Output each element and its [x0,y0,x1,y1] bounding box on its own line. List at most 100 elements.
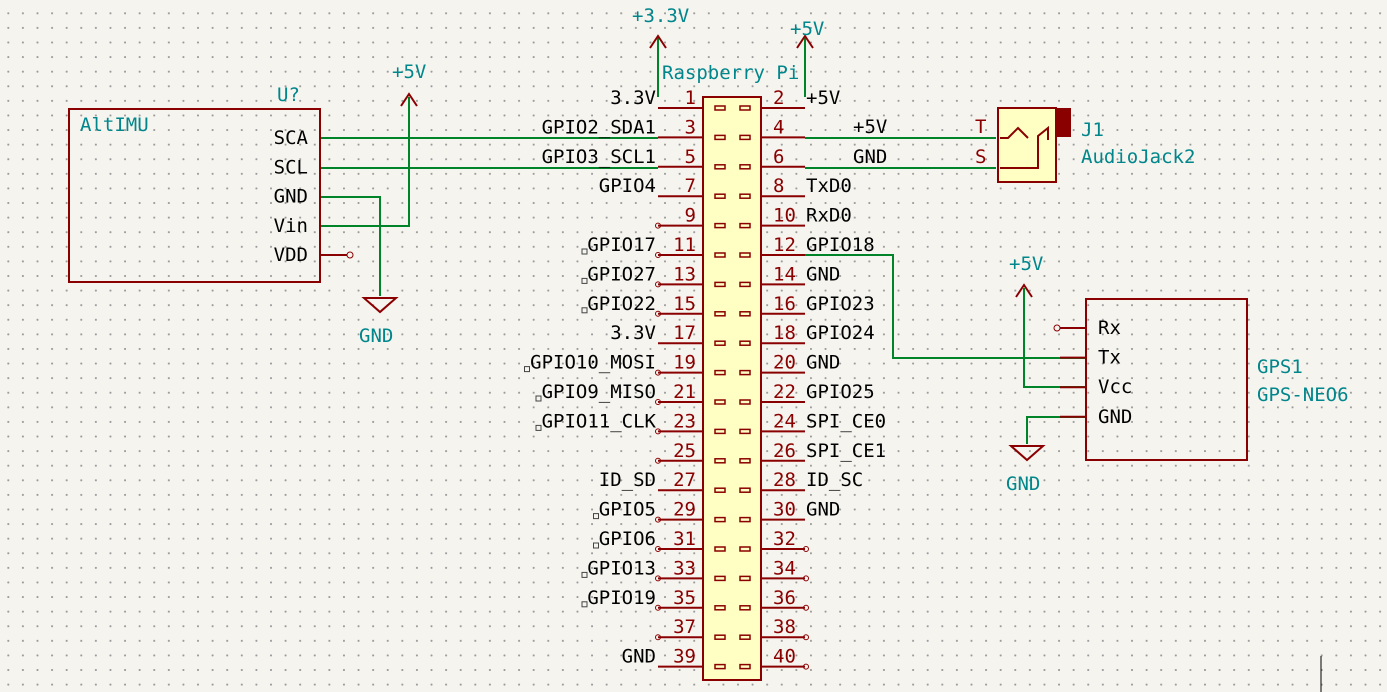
audiojack-body [997,107,1057,183]
rpi-pin-5-number: 5 [685,146,696,168]
rpi-pin-35-no-connect [655,604,661,611]
rpi-pin-38-no-connect [803,634,809,641]
wire-gpio18-gps-tx [805,254,1086,359]
ground-imu[interactable]: GND [359,297,399,347]
rpi-pin-11-name: GPIO17 [587,234,656,256]
rpi-pin-15-name: GPIO22 [587,293,656,315]
rpi-pin-4-contact [739,134,751,141]
rpi-pin-30-number: 30 [773,499,796,521]
ground-gps-symbol [1008,445,1046,462]
rpi-pin-16-contact [739,311,751,317]
rpi-pin-34-no-connect [803,575,809,582]
altimu-pin-vdd: VDD [274,244,308,266]
rpi-title: Raspberry Pi [662,62,799,84]
rpi-pin-2-number: 2 [773,87,784,109]
power-5v-imu-label: +5V [392,61,426,83]
rpi-header-body [702,96,762,681]
altimu-pin-vin: Vin [274,215,308,237]
power-5v-imu[interactable]: +5V [392,61,426,107]
rpi-pin-40-contact [739,663,751,670]
vdd-no-connect [346,251,354,259]
rpi-pin-11-number: 11 [673,234,696,256]
rpi-pin-31-no-connect [655,546,661,552]
rpi-pin-33-contact [714,575,726,582]
altimu-ref: U? [277,84,300,106]
power-5v-top-label: +5V [790,18,824,40]
rpi-pin-12-name: GPIO18 [806,234,875,256]
audiojack-sleeve-symbol [1000,125,1049,169]
altimu-name: AltIMU [80,114,149,136]
rpi-pin-1-number: 1 [685,87,696,109]
rpi-pin-10-contact [739,222,751,229]
rpi-pin-18-name: GPIO24 [806,322,875,344]
rpi-pin-22-number: 22 [773,381,796,403]
rpi-pin-24-contact [739,428,751,435]
gps-pin-gnd: GND [1098,406,1132,428]
power-5v-top[interactable]: +5V [790,18,824,49]
rpi-pin-8-contact [739,193,751,199]
rpi-pin-19-contact [714,369,726,376]
rpi-pin-25-no-connect [655,457,661,464]
gps-ref: GPS1 [1257,356,1303,378]
rpi-pin-5-contact [714,164,726,170]
rpi-pin-28-number: 28 [773,469,796,491]
altimu-body [68,108,321,283]
rpi-pin-36-no-connect [803,604,809,611]
rpi-pin-15-label-marker [581,307,588,314]
rpi-pin-29-name: GPIO5 [599,499,656,521]
rpi-pin-40-number: 40 [773,646,796,668]
gps-value: GPS-NEO6 [1257,384,1349,406]
rpi-pin-23-no-connect [655,428,661,435]
gps-rx-no-connect [1053,324,1061,332]
rpi-pin-15-contact [714,311,726,317]
rpi-pin-6-contact [739,164,751,170]
gps-pin-tx: Tx [1098,347,1121,369]
rpi-pin-33-name: GPIO13 [587,557,656,579]
rpi-pin-26-number: 26 [773,440,796,462]
rpi-pin-33-number: 33 [673,557,696,579]
rpi-pin-39-name: GND [622,646,656,668]
altimu-pin-scl: SCL [274,156,308,178]
wire-gps-vcc [1023,288,1086,388]
rpi-pin-32-contact [739,546,751,552]
rpi-pin-21-contact [714,399,726,405]
rpi-pin-23-contact [714,428,726,435]
power-5v-gps[interactable]: +5V [1009,253,1043,298]
power-3v3[interactable]: +3.3V [632,5,689,49]
rpi-pin-31-contact [714,546,726,552]
rpi-pin-3-contact [714,134,726,141]
power-3v3-arrow [649,34,667,49]
rpi-pin-26-name: SPI_CE1 [806,440,886,462]
rpi-pin-11-no-connect [655,252,661,258]
rpi-pin-38-contact [739,634,751,640]
altimu-pin-gnd: GND [274,186,308,208]
rpi-pin-23-number: 23 [673,410,696,432]
rpi-pin-9-contact [714,222,726,229]
rpi-pin-25-contact [714,458,726,464]
ground-gps[interactable]: GND [1006,445,1046,495]
altimu-pin-sca: SCA [274,127,309,149]
rpi-pin-13-no-connect [655,281,661,288]
rpi-pin-10-number: 10 [773,205,796,227]
rpi-pin-31-label-marker [593,542,599,549]
rpi-pin-13-label-marker [581,277,588,284]
rpi-pin-14-name: GND [806,263,840,285]
rpi-pin-35-number: 35 [673,587,696,609]
rpi-pin-8-number: 8 [773,175,784,197]
rpi-pin-24-number: 24 [773,410,796,432]
rpi-pin-13-name: GPIO27 [587,263,656,285]
power-5v-imu-arrow [400,92,418,107]
rpi-pin-35-contact [714,605,726,611]
rpi-pin-37-number: 37 [673,616,696,638]
raspberry-pi-symbol[interactable]: 13.3V3GPIO2_SDA15GPIO3_SCL17GPIO4911GPIO… [524,62,887,681]
wire-imu-vin [320,97,410,227]
audiojack-symbol[interactable]: T S J1 AudioJack2 [975,107,1195,183]
gps-pin-vcc: Vcc [1098,376,1132,398]
rpi-pin-13-number: 13 [673,263,696,285]
rpi-pin-35-label-marker [581,601,588,608]
audiojack-pin-t: T [975,116,986,138]
